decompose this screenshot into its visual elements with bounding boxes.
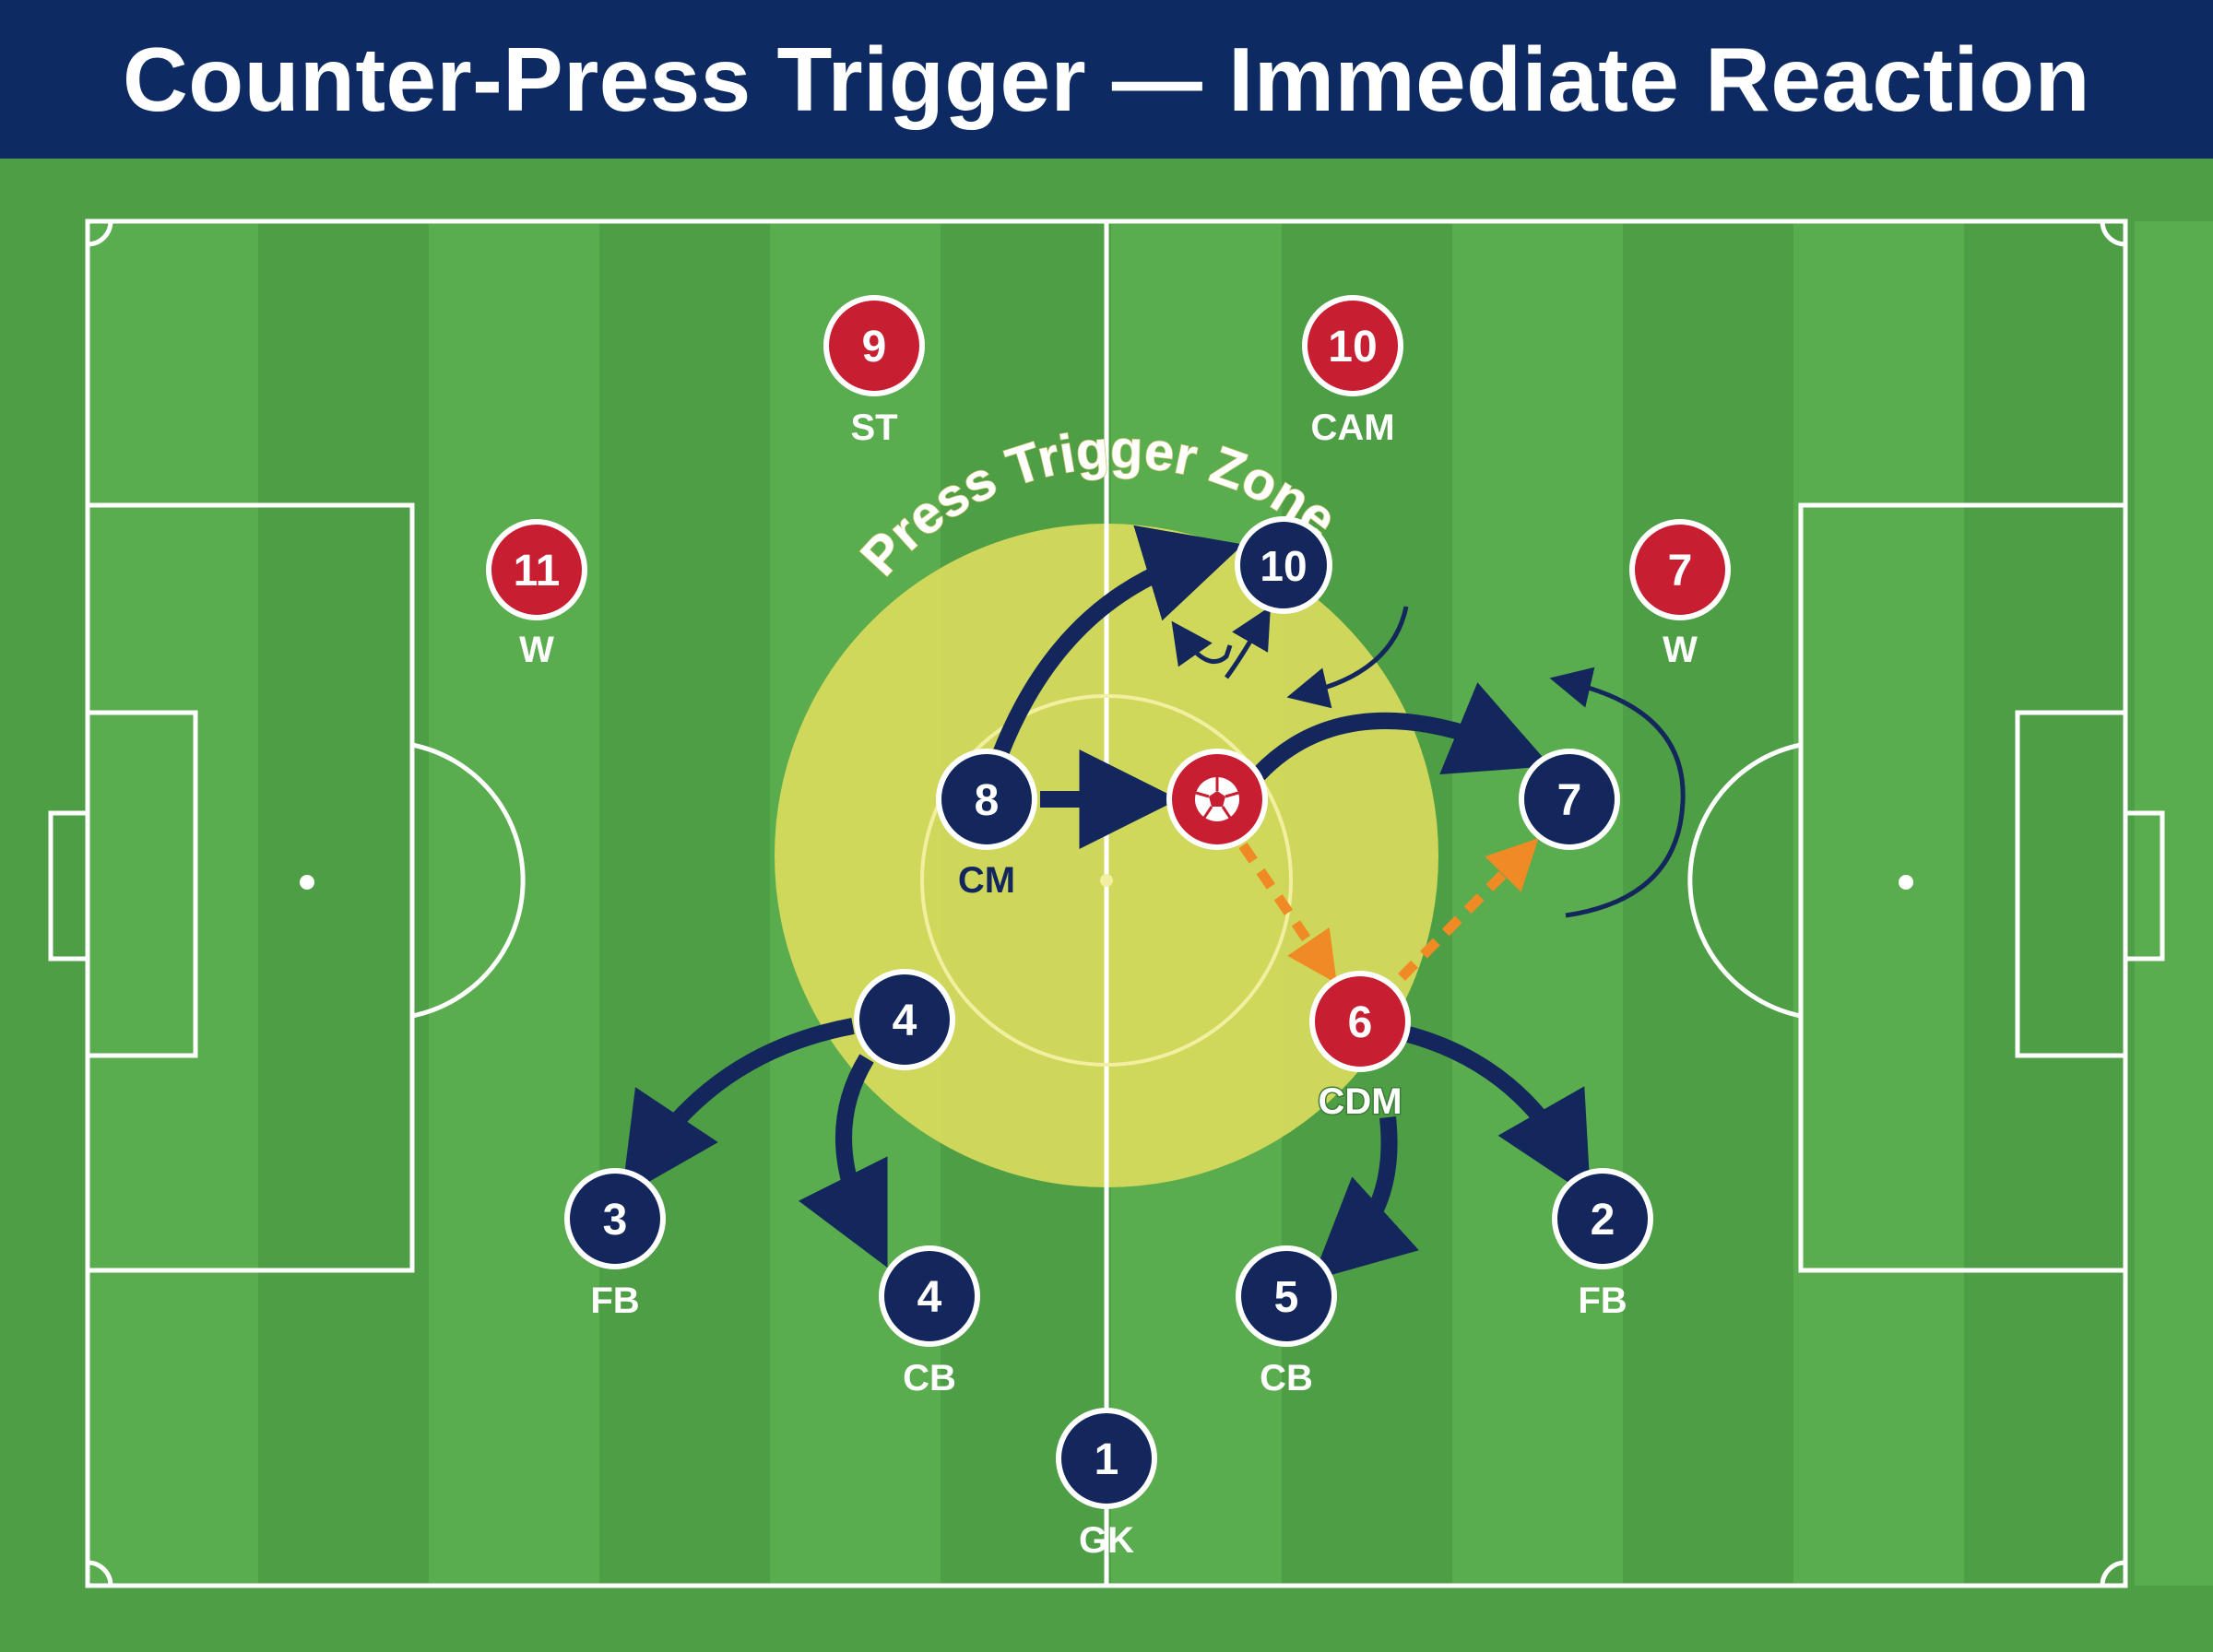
arrow-ball-to-7 <box>1252 682 1551 781</box>
soccer-ball-icon <box>1195 777 1239 821</box>
player-own-7: 7 <box>1519 749 1620 850</box>
svg-text:W: W <box>1663 630 1698 670</box>
svg-text:8: 8 <box>975 776 1000 825</box>
svg-text:4: 4 <box>893 997 917 1045</box>
svg-text:W: W <box>519 630 554 670</box>
pass-ball-to-6 <box>1238 842 1337 984</box>
svg-text:5: 5 <box>1274 1273 1299 1322</box>
arrow-6-to-2 <box>1399 1024 1592 1198</box>
player-own-cb-left: 4 CB <box>879 1245 980 1398</box>
svg-text:1: 1 <box>1095 1435 1119 1484</box>
arrow-10-split-left <box>1171 620 1233 667</box>
pass-6-to-7 <box>1398 838 1539 981</box>
arrow-4-to-3 <box>621 1018 855 1198</box>
arrow-7-recover <box>1549 667 1686 918</box>
pitch-diagram: Press Trigger Zone 9 ST 10 CAM 11 <box>0 159 2213 1652</box>
svg-text:CM: CM <box>958 860 1015 901</box>
player-opp-w-right: 7 W <box>1629 519 1731 670</box>
svg-text:9: 9 <box>862 323 887 372</box>
arrow-6-to-5 <box>1311 1116 1419 1280</box>
player-own-gk: 1 GK <box>1056 1408 1157 1561</box>
svg-text:FB: FB <box>590 1280 639 1321</box>
svg-text:3: 3 <box>603 1196 628 1245</box>
svg-text:10: 10 <box>1260 542 1307 590</box>
title-bar: Counter-Press Trigger — Immediate Reacti… <box>0 0 2213 159</box>
svg-text:FB: FB <box>1578 1280 1627 1321</box>
ball-carrier <box>1166 749 1268 850</box>
player-opp-st: 9 ST <box>823 295 925 448</box>
arrow-4-to-cb <box>798 1054 888 1268</box>
player-own-10: 10 <box>1235 516 1332 614</box>
player-own-fb-left: 3 FB <box>564 1168 666 1321</box>
movement-arrows <box>621 525 1686 1280</box>
player-own-cb-right: 5 CB <box>1236 1245 1337 1398</box>
svg-text:CB: CB <box>903 1358 956 1398</box>
player-own-cm: 8 CM <box>936 749 1037 901</box>
page-title: Counter-Press Trigger — Immediate Reacti… <box>123 28 2090 130</box>
svg-text:CDM: CDM <box>1318 1081 1402 1122</box>
player-opp-cam: 10 CAM <box>1302 295 1403 448</box>
arrow-zone-cover <box>1286 606 1409 709</box>
player-own-fb-right: 2 FB <box>1552 1168 1653 1321</box>
svg-text:GK: GK <box>1079 1520 1134 1561</box>
svg-text:11: 11 <box>514 547 561 596</box>
arrow-10-split-right <box>1224 606 1271 679</box>
svg-text:CB: CB <box>1260 1358 1313 1398</box>
pitch-markings <box>48 218 2165 1588</box>
svg-text:2: 2 <box>1591 1196 1615 1245</box>
svg-text:CAM: CAM <box>1310 407 1394 448</box>
svg-text:4: 4 <box>917 1273 942 1322</box>
svg-text:6: 6 <box>1348 998 1373 1047</box>
opponent-players: 9 ST 10 CAM 11 W 7 W 6 CDM <box>486 295 1731 1124</box>
svg-text:10: 10 <box>1328 323 1377 372</box>
own-players: 10 8 CM 7 4 3 FB 4 CB 5 CB <box>564 516 1653 1561</box>
svg-text:7: 7 <box>1557 776 1582 825</box>
arrow-cm-to-10 <box>991 525 1244 760</box>
svg-text:7: 7 <box>1668 547 1693 596</box>
player-own-4-mid: 4 <box>854 969 955 1070</box>
svg-text:ST: ST <box>850 407 897 448</box>
player-opp-w-left: 11 W <box>486 519 587 670</box>
player-opp-cdm: 6 CDM <box>1309 971 1411 1124</box>
